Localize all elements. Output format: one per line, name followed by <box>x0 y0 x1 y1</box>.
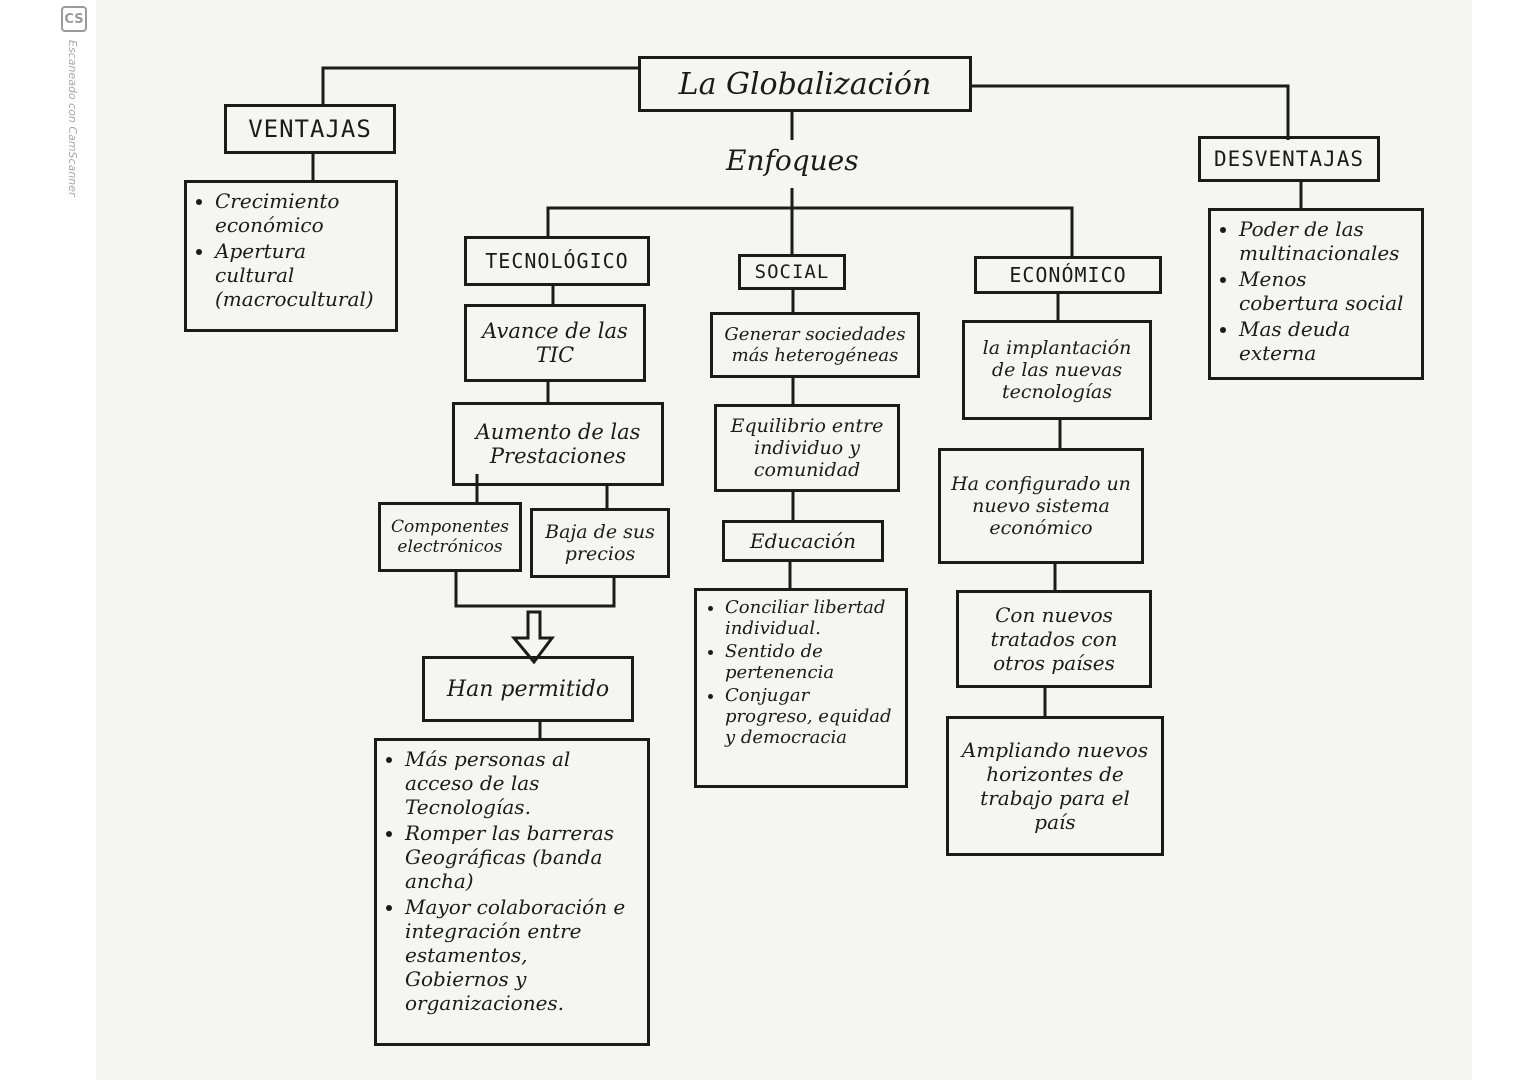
tec-permitido-list: Más personas al acceso de las Tecnología… <box>374 738 650 1046</box>
camscanner-watermark: Escaneado con CamScanner <box>66 40 79 197</box>
tec-aumento-text: Aumento de las Prestaciones <box>475 420 641 468</box>
desventajas-item: Menos cobertura social <box>1239 267 1411 315</box>
eco-ampliando-box: Ampliando nuevos horizontes de trabajo p… <box>946 716 1164 856</box>
soc-equilibrio-text: Equilibrio entre individuo y comunidad <box>730 415 884 481</box>
tec-item: Romper las barreras Geográficas (banda a… <box>405 821 637 893</box>
connector-title-desventajas <box>972 84 1290 140</box>
desventajas-item: Poder de las multinacionales <box>1239 217 1411 265</box>
eco-ampliando-text: Ampliando nuevos horizontes de trabajo p… <box>961 738 1149 834</box>
social-header: SOCIAL <box>738 254 846 290</box>
soc-educacion-box: Educación <box>722 520 884 562</box>
tec-baja-box: Baja de sus precios <box>530 508 670 578</box>
tec-aumento-box: Aumento de las Prestaciones <box>452 402 664 486</box>
tec-componentes-box: Componentes electrónicos <box>378 502 522 572</box>
social-header-text: SOCIAL <box>754 261 830 283</box>
ventajas-header-text: VENTAJAS <box>248 115 372 143</box>
ventajas-list: Crecimiento económico Apertura cultural … <box>184 180 398 332</box>
page-title: La Globalización <box>678 66 932 102</box>
eco-configurado-box: Ha configurado un nuevo sistema económic… <box>938 448 1144 564</box>
soc-item: Conjugar progreso, equidad y democracia <box>725 685 895 748</box>
tec-avance-text: Avance de las TIC <box>482 319 628 367</box>
connector-branch-bar <box>546 206 1074 256</box>
tecnologico-header-text: TECNOLÓGICO <box>485 249 629 273</box>
tecnologico-header: TECNOLÓGICO <box>464 236 650 286</box>
camscanner-logo: CS <box>61 6 87 32</box>
soc-generar-box: Generar sociedades más heterogéneas <box>710 312 920 378</box>
connector-tec-merge <box>454 572 616 608</box>
soc-generar-text: Generar sociedades más heterogéneas <box>724 324 906 366</box>
desventajas-header: DESVENTAJAS <box>1198 136 1380 182</box>
desventajas-list: Poder de las multinacionales Menos cober… <box>1208 208 1424 380</box>
tec-componentes-text: Componentes electrónicos <box>390 517 510 557</box>
ventajas-header: VENTAJAS <box>224 104 396 154</box>
eco-implantacion-text: la implantación de las nuevas tecnología… <box>982 337 1132 403</box>
eco-tratados-box: Con nuevos tratados con otros países <box>956 590 1152 688</box>
tec-baja-text: Baja de sus precios <box>545 521 655 565</box>
eco-tratados-text: Con nuevos tratados con otros países <box>990 603 1118 675</box>
enfoques-label: Enfoques <box>726 144 859 177</box>
down-arrow-icon <box>510 610 555 665</box>
economico-header: ECONÓMICO <box>974 256 1162 294</box>
soc-item: Conciliar libertad individual. <box>725 597 895 639</box>
desventajas-header-text: DESVENTAJAS <box>1213 147 1365 171</box>
soc-educacion-list: Conciliar libertad individual. Sentido d… <box>694 588 908 788</box>
economico-header-text: ECONÓMICO <box>1009 263 1127 287</box>
tec-permitido-box: Han permitido <box>422 656 634 722</box>
desventajas-item: Mas deuda externa <box>1239 317 1411 365</box>
tec-item: Más personas al acceso de las Tecnología… <box>405 747 637 819</box>
connector-title-ventajas <box>321 66 638 104</box>
soc-item: Sentido de pertenencia <box>725 641 895 683</box>
tec-item: Mayor colaboración e integración entre e… <box>405 895 637 1015</box>
ventajas-item: Crecimiento económico <box>215 189 385 237</box>
soc-equilibrio-box: Equilibrio entre individuo y comunidad <box>714 404 900 492</box>
tec-permitido-text: Han permitido <box>446 676 610 702</box>
eco-implantacion-box: la implantación de las nuevas tecnología… <box>962 320 1152 420</box>
title-box: La Globalización <box>638 56 972 112</box>
soc-educacion-text: Educación <box>750 529 856 553</box>
tec-avance-box: Avance de las TIC <box>464 304 646 382</box>
ventajas-item: Apertura cultural (macrocultural) <box>215 239 385 311</box>
eco-configurado-text: Ha configurado un nuevo sistema económic… <box>951 473 1131 539</box>
